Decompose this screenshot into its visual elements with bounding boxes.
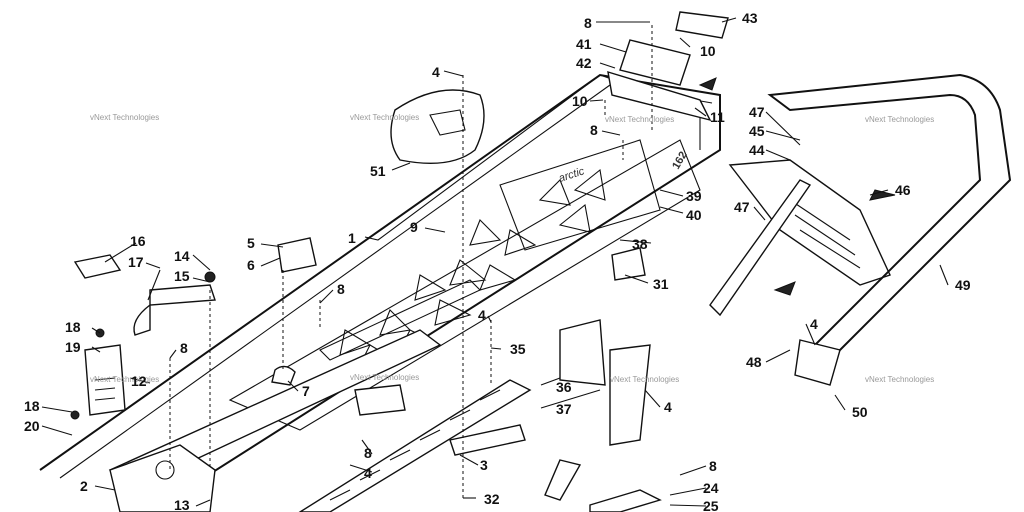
callout-45: 45 <box>749 123 765 139</box>
callout-3: 3 <box>480 457 488 473</box>
traction-rail <box>298 379 532 512</box>
callout-17: 17 <box>128 254 144 270</box>
callout-48: 48 <box>746 354 762 370</box>
part-19-bracket <box>84 344 126 416</box>
rear-bumper <box>767 73 1012 386</box>
callout-6: 6 <box>247 257 255 273</box>
watermarks: vNext Technologies vNext Technologies vN… <box>90 113 934 384</box>
callout-46: 46 <box>895 182 911 198</box>
leader-lines <box>41 17 949 507</box>
watermark-text: vNext Technologies <box>605 115 674 124</box>
callout-8: 8 <box>364 445 372 461</box>
callout-42: 42 <box>576 55 592 71</box>
callout-16: 16 <box>130 233 146 249</box>
callout-1: 1 <box>348 230 356 246</box>
callout-15: 15 <box>174 268 190 284</box>
callout-50: 50 <box>852 404 868 420</box>
callout-20: 20 <box>24 418 40 434</box>
callout-4: 4 <box>478 307 486 323</box>
callout-12: 12 <box>131 373 147 389</box>
callout-37: 37 <box>556 401 572 417</box>
callout-47: 47 <box>734 199 750 215</box>
callout-10: 10 <box>572 93 588 109</box>
callout-8: 8 <box>584 15 592 31</box>
callout-36: 36 <box>556 379 572 395</box>
front-bulkhead <box>109 444 216 512</box>
callout-39: 39 <box>686 188 702 204</box>
watermark-text: vNext Technologies <box>865 375 934 384</box>
callout-19: 19 <box>65 339 81 355</box>
brand-logo-graphic: arctic <box>557 165 586 185</box>
callout-4: 4 <box>810 316 818 332</box>
callout-8: 8 <box>709 458 717 474</box>
callout-41: 41 <box>576 36 592 52</box>
callout-4: 4 <box>364 465 372 481</box>
callout-8: 8 <box>337 281 345 297</box>
direction-arrow-icon <box>698 77 717 91</box>
tunnel-decal-panel <box>499 139 661 251</box>
callout-5: 5 <box>247 235 255 251</box>
callout-4: 4 <box>432 64 440 80</box>
callout-4: 4 <box>664 399 672 415</box>
callout-25: 25 <box>703 498 719 512</box>
callout-labels: 1 2 3 4 4 4 4 4 5 6 7 8 8 8 8 8 8 9 10 1… <box>24 10 971 512</box>
part-16-cover <box>73 254 122 279</box>
hardware <box>271 237 662 512</box>
watermark-text: vNext Technologies <box>610 375 679 384</box>
callout-13: 13 <box>174 497 190 512</box>
callout-47: 47 <box>749 104 765 120</box>
model-number-graphic: 162 <box>670 150 690 172</box>
callout-7: 7 <box>302 383 310 399</box>
callout-32: 32 <box>484 491 500 507</box>
callout-2: 2 <box>80 478 88 494</box>
callout-24: 24 <box>703 480 719 496</box>
callout-10: 10 <box>700 43 716 59</box>
watermark-text: vNext Technologies <box>350 113 419 122</box>
callout-8: 8 <box>180 340 188 356</box>
direction-arrow-icon <box>773 281 796 296</box>
callout-40: 40 <box>686 207 702 223</box>
callout-31: 31 <box>653 276 669 292</box>
callout-38: 38 <box>632 236 648 252</box>
callout-18: 18 <box>24 398 40 414</box>
callout-11: 11 <box>710 109 725 125</box>
left-side-parts <box>70 254 216 420</box>
watermark-text: vNext Technologies <box>350 373 419 382</box>
callout-51: 51 <box>370 163 386 179</box>
callout-43: 43 <box>742 10 758 26</box>
watermark-text: vNext Technologies <box>90 375 159 384</box>
tunnel-assembly: arctic 162 <box>39 73 721 512</box>
callout-49: 49 <box>955 277 971 293</box>
callout-8: 8 <box>590 122 598 138</box>
watermark-text: vNext Technologies <box>865 115 934 124</box>
callout-9: 9 <box>410 219 418 235</box>
assembly-lines <box>169 25 653 500</box>
callout-44: 44 <box>749 142 765 158</box>
callout-18: 18 <box>65 319 81 335</box>
seat-cushion <box>390 89 485 165</box>
callout-14: 14 <box>174 248 190 264</box>
watermark-text: vNext Technologies <box>90 113 159 122</box>
rear-bracket <box>607 11 729 122</box>
callout-35: 35 <box>510 341 526 357</box>
